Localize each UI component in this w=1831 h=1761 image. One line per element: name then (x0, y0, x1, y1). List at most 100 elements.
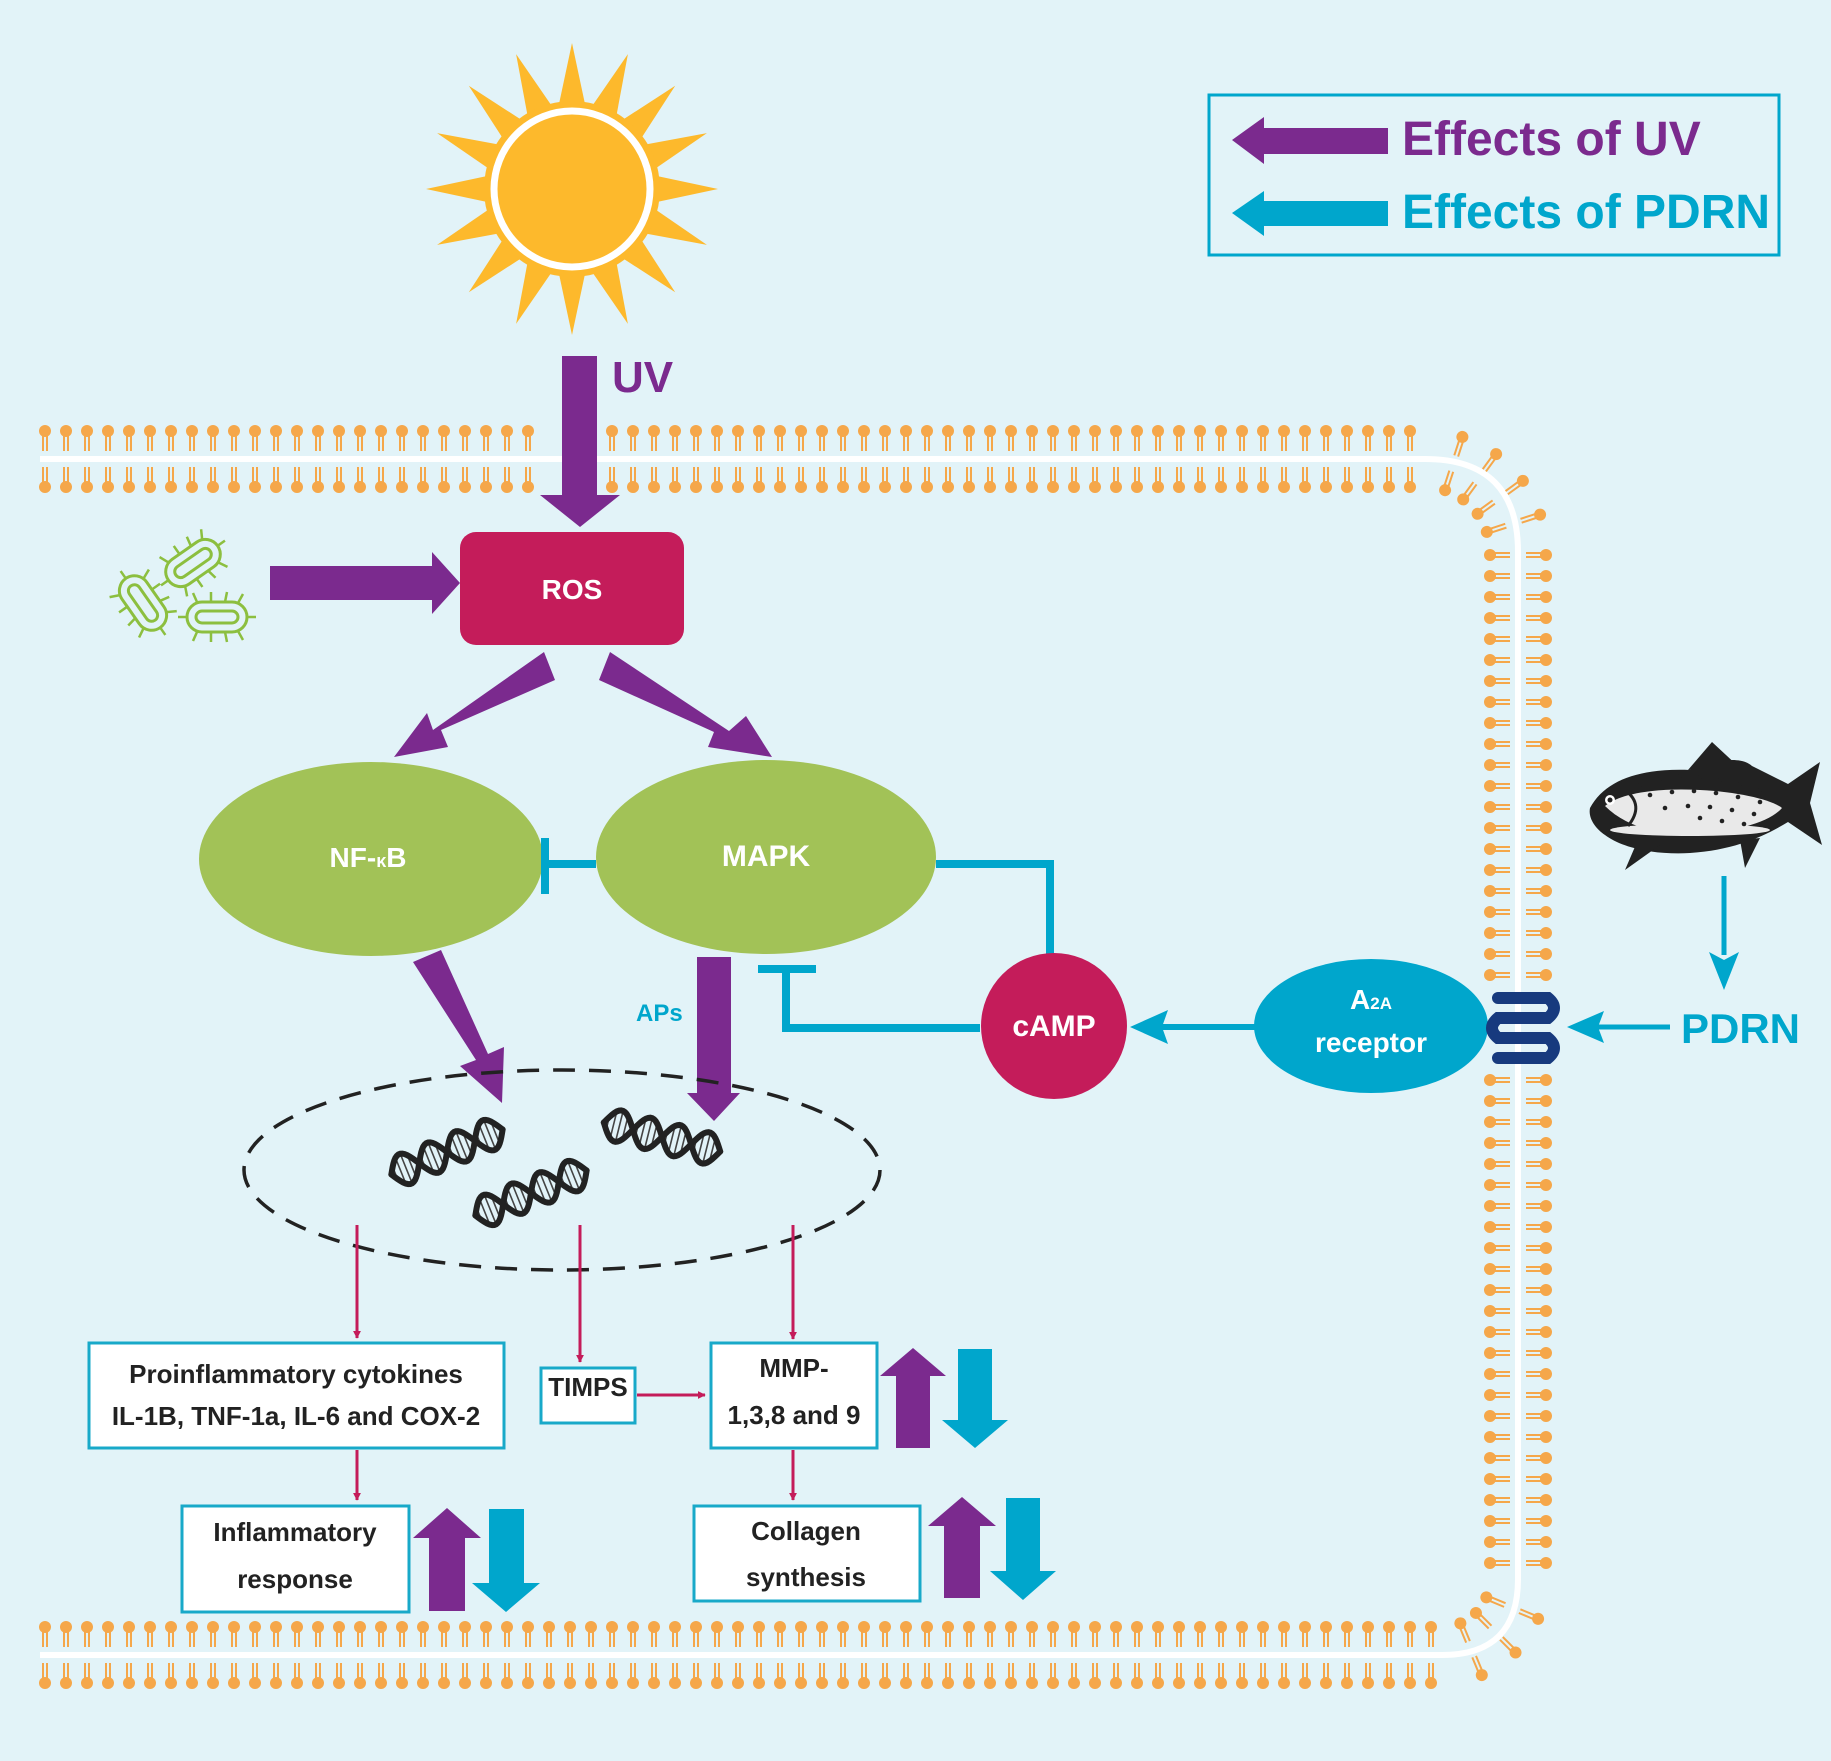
lipid-pair (858, 1621, 870, 1689)
lipid-pair (1131, 1621, 1143, 1689)
lipid-pair (921, 1621, 933, 1689)
lipid-pair (963, 1621, 975, 1689)
lipid-pair (1484, 780, 1552, 792)
lipid-pair (291, 1621, 303, 1689)
lipid-pair (1362, 1621, 1374, 1689)
camp-node (981, 953, 1127, 1099)
mmp-pdrn-down-arrow (942, 1349, 1008, 1448)
lipid-pair (1484, 1494, 1552, 1506)
lipid-pair (690, 1621, 702, 1689)
lipid-pair (1484, 1515, 1552, 1527)
lipid-pair (711, 425, 723, 493)
lipid-pair (375, 1621, 387, 1689)
mmp-uv-up-arrow (880, 1348, 946, 1448)
lipid-pair (1484, 969, 1552, 981)
lipid-pair (1484, 1116, 1552, 1128)
ros-box (460, 532, 684, 645)
lipid-pair (165, 1621, 177, 1689)
lipid-pair (144, 1621, 156, 1689)
camp-inhibits-mapk-bottom (758, 965, 980, 1032)
lipid-pair (1484, 1326, 1552, 1338)
camp-label: cAMP (1012, 1010, 1095, 1043)
lipid-pair (1454, 1617, 1488, 1682)
lipid-pair (1484, 633, 1552, 645)
legend: Effects of UV Effects of PDRN (1207, 93, 1781, 257)
fish-to-pdrn-arrow (1709, 876, 1739, 990)
collagen-line2: synthesis (746, 1562, 866, 1592)
sun-ray (558, 43, 586, 109)
lipid-pair (1484, 885, 1552, 897)
nucleus (242, 1068, 882, 1272)
lipid-pair (753, 1621, 765, 1689)
lipid-pair (606, 1621, 618, 1689)
lipid-pair (627, 425, 639, 493)
lipid-pair (1484, 591, 1552, 603)
lipid-pair (1484, 1389, 1552, 1401)
lipid-pair (1383, 425, 1395, 493)
lipid-pair (1484, 1452, 1552, 1464)
fish-icon (1589, 742, 1822, 870)
lipid-pair (1383, 1621, 1395, 1689)
inflammatory-line1: Inflammatory (213, 1517, 377, 1547)
lipid-pair (1026, 1621, 1038, 1689)
lipid-pair (816, 425, 828, 493)
mmp-line2: 1,3,8 and 9 (728, 1400, 861, 1430)
lipid-pair (312, 425, 324, 493)
lipid-pair (354, 425, 366, 493)
lipid-pair (1457, 448, 1503, 506)
lipid-pair (1341, 425, 1353, 493)
sun-ray (426, 175, 492, 203)
lipid-pair (480, 425, 492, 493)
lipid-pair (1236, 425, 1248, 493)
lipid-pair (249, 425, 261, 493)
lipid-pair (1152, 1621, 1164, 1689)
lipid-pair (1484, 822, 1552, 834)
lipid-pair (711, 1621, 723, 1689)
lipid-pair (123, 1621, 135, 1689)
lipid-pair (1484, 1137, 1552, 1149)
lipid-pair (1194, 1621, 1206, 1689)
lipid-pair (270, 1621, 282, 1689)
lipid-pair (1299, 425, 1311, 493)
lipid-pair (1484, 1263, 1552, 1275)
sun-ray (641, 207, 707, 245)
lipid-pair (312, 1621, 324, 1689)
cytokines-line2: IL-1B, TNF-1a, IL-6 and COX-2 (112, 1401, 480, 1431)
lipid-pair (1404, 425, 1416, 493)
lipid-pair (1362, 425, 1374, 493)
lipid-pair (1173, 425, 1185, 493)
lipid-pair (1341, 1621, 1353, 1689)
sun-ray (590, 258, 628, 324)
lipid-pair (753, 425, 765, 493)
lipid-pair (1484, 549, 1552, 561)
lipid-pair (333, 1621, 345, 1689)
lipid-pair (1484, 948, 1552, 960)
collagen-pdrn-down-arrow (990, 1498, 1056, 1600)
sun-ray (437, 133, 503, 171)
lipid-pair (501, 425, 513, 493)
lipid-pair (207, 425, 219, 493)
lipid-pair (1320, 1621, 1332, 1689)
lipid-pair (459, 1621, 471, 1689)
lipid-pair (564, 1621, 576, 1689)
lipid-pair (648, 1621, 660, 1689)
lipid-pair (1484, 1431, 1552, 1443)
lipid-pair (522, 425, 534, 493)
membrane-core-line (40, 456, 1521, 1658)
lipid-pair (1484, 570, 1552, 582)
lipid-pair (1484, 1242, 1552, 1254)
inflammatory-box (180, 1504, 411, 1614)
lipid-pair (837, 425, 849, 493)
lipid-pair (1068, 425, 1080, 493)
lipid-pair (1484, 654, 1552, 666)
lipid-pair (690, 425, 702, 493)
lipid-pair (207, 1621, 219, 1689)
inflammatory-uv-up-arrow (413, 1508, 481, 1611)
lipid-pair (1068, 1621, 1080, 1689)
uv-label: UV (612, 353, 674, 402)
lipid-pair (1278, 1621, 1290, 1689)
lipid-pair (333, 425, 345, 493)
lipid-pair (1299, 1621, 1311, 1689)
lipid-pair (1257, 425, 1269, 493)
